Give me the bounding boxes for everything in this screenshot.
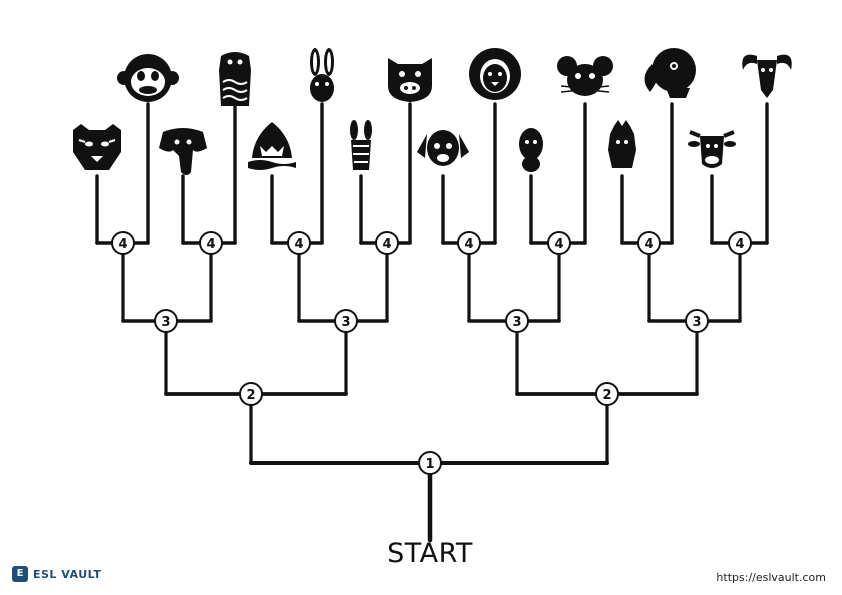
- node-circle: [111, 231, 135, 255]
- node-level4: 4: [375, 231, 399, 255]
- node-level2: 2: [595, 382, 619, 406]
- node-number: 3: [692, 315, 701, 330]
- node-level3: 3: [685, 309, 709, 333]
- node-level4: 4: [457, 231, 481, 255]
- node-number: 3: [341, 315, 350, 330]
- node-number: 4: [644, 237, 653, 252]
- pig-icon: [388, 58, 432, 102]
- shark-icon: [248, 122, 296, 170]
- node-circle: [595, 382, 619, 406]
- elephant-icon: [159, 128, 207, 175]
- node-circle: [728, 231, 752, 255]
- node-number: 4: [206, 237, 215, 252]
- node-number: 2: [602, 388, 611, 403]
- parrot-icon: [644, 48, 696, 98]
- duck-icon: [519, 128, 543, 172]
- node-level4: 4: [111, 231, 135, 255]
- tiger-icon: [73, 124, 121, 170]
- node-level4: 4: [547, 231, 571, 255]
- dog-icon: [417, 130, 469, 166]
- node-number: 3: [512, 315, 521, 330]
- start-label: START: [387, 538, 473, 569]
- node-circle: [199, 231, 223, 255]
- node-circle: [334, 309, 358, 333]
- node-level3: 3: [334, 309, 358, 333]
- cow-icon: [688, 130, 736, 168]
- rooster-icon: [608, 120, 636, 168]
- snake-icon: [219, 52, 251, 106]
- logo-badge-icon: E: [12, 566, 28, 582]
- node-number: 4: [294, 237, 303, 252]
- lion-icon: [469, 48, 521, 100]
- node-level4: 4: [287, 231, 311, 255]
- node-circle: [287, 231, 311, 255]
- node-number: 4: [464, 237, 473, 252]
- node-circle: [505, 309, 529, 333]
- logo-text: ESL VAULT: [33, 567, 102, 581]
- node-number: 4: [554, 237, 563, 252]
- node-circle: [685, 309, 709, 333]
- node-level1: 1: [418, 451, 442, 475]
- node-level4: 4: [728, 231, 752, 255]
- website-link[interactable]: https://eslvault.com: [716, 571, 826, 584]
- node-circle: [239, 382, 263, 406]
- node-level2: 2: [239, 382, 263, 406]
- node-circle: [154, 309, 178, 333]
- animal-icons: [73, 48, 792, 175]
- node-number: 4: [382, 237, 391, 252]
- node-level3: 3: [505, 309, 529, 333]
- esl-vault-logo: E ESL VAULT: [12, 566, 101, 582]
- node-number: 1: [425, 457, 434, 472]
- node-number: 4: [735, 237, 744, 252]
- node-circle: [457, 231, 481, 255]
- node-circle: [547, 231, 571, 255]
- goat-icon: [742, 54, 792, 98]
- monkey-icon: [117, 54, 179, 102]
- node-number: 2: [246, 388, 255, 403]
- zebra-icon: [350, 120, 372, 170]
- tree-nodes: 4 4 4 4 4 4 4 4 3 3 3 3 2 2 1: [111, 231, 752, 475]
- node-number: 4: [118, 237, 127, 252]
- rabbit-icon: [310, 48, 334, 102]
- node-circle: [637, 231, 661, 255]
- node-level3: 3: [154, 309, 178, 333]
- mouse-icon: [557, 56, 613, 96]
- node-level4: 4: [637, 231, 661, 255]
- node-circle: [418, 451, 442, 475]
- tree-branches: [95, 102, 769, 543]
- node-number: 3: [161, 315, 170, 330]
- node-circle: [375, 231, 399, 255]
- node-level4: 4: [199, 231, 223, 255]
